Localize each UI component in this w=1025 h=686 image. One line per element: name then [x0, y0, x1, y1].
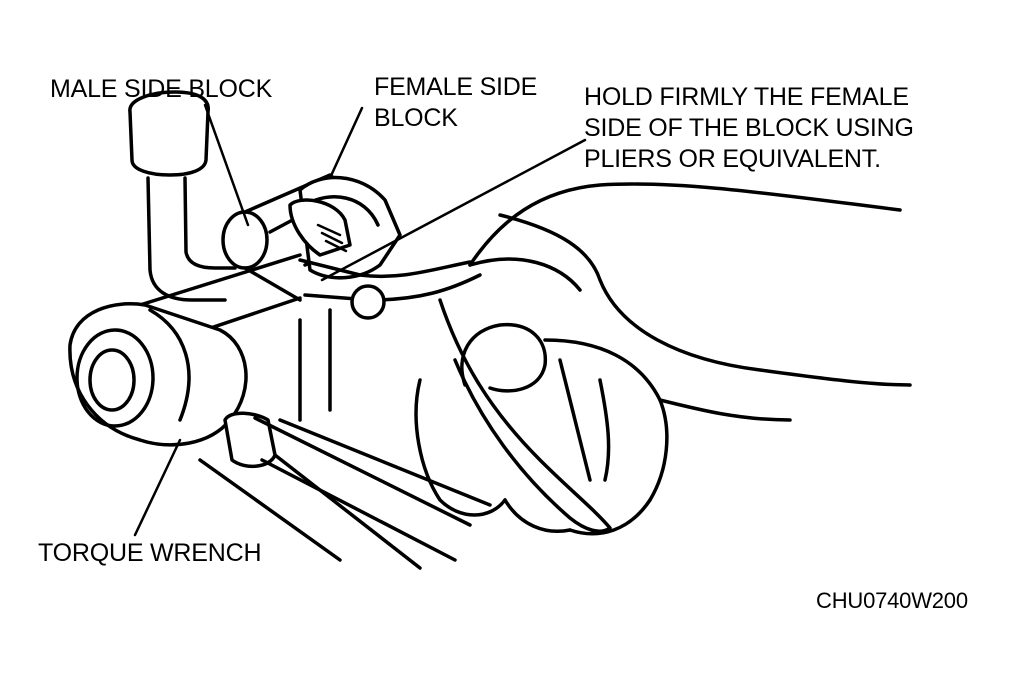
label-female-side-block: FEMALE SIDE BLOCK	[374, 72, 537, 134]
label-female-line-1: FEMALE SIDE	[374, 73, 538, 101]
leader-instruction	[320, 138, 587, 282]
bent-pipe	[128, 90, 237, 302]
label-male-side-block-text: MALE SIDE BLOCK	[50, 75, 273, 103]
leader-male-block	[203, 103, 250, 227]
figure-code-text: CHU0740W200	[816, 588, 968, 613]
leader-torque-wrench	[133, 438, 182, 537]
figure-code: CHU0740W200	[816, 585, 968, 616]
label-torque-wrench-text: TORQUE WRENCH	[38, 539, 262, 567]
instruction-line-1: HOLD FIRMLY THE FEMALE	[584, 83, 909, 111]
leader-female-block	[328, 106, 364, 180]
pliers	[288, 198, 612, 533]
label-female-line-2: BLOCK	[374, 104, 458, 132]
label-male-side-block: MALE SIDE BLOCK	[50, 74, 272, 105]
label-torque-wrench: TORQUE WRENCH	[38, 538, 262, 569]
leader-lines	[133, 103, 587, 537]
instruction-line-3: PLIERS OR EQUIVALENT.	[584, 145, 881, 173]
hand	[414, 182, 912, 536]
label-instruction: HOLD FIRMLY THE FEMALE SIDE OF THE BLOCK…	[584, 82, 914, 175]
wrench-handle	[223, 411, 472, 562]
instruction-line-2: SIDE OF THE BLOCK USING	[584, 114, 914, 142]
torque-wrench-body	[138, 253, 492, 570]
